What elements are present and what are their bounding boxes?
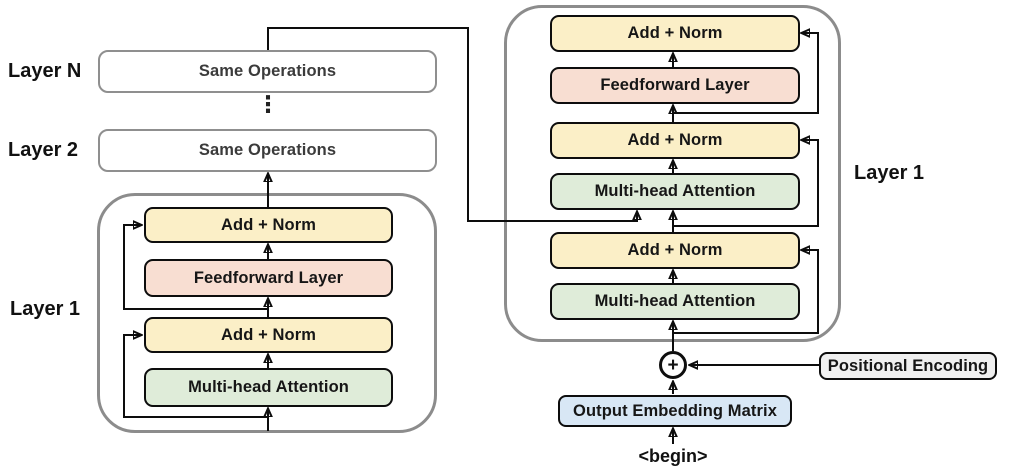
positional-encoding-box: Positional Encoding: [819, 352, 997, 380]
encoder-block-feedforward-layer: Feedforward Layer: [144, 259, 393, 297]
begin-token-label: <begin>: [638, 446, 708, 466]
decoder-block-add-norm-middle: Add + Norm: [550, 122, 800, 159]
encoder-ellipsis-dots: ⋮: [256, 91, 280, 117]
decoder-block-feedforward-layer: Feedforward Layer: [550, 67, 800, 104]
encoder-layer-2-label: Layer 2: [8, 139, 79, 161]
decoder-block-cross-attention: Multi-head Attention: [550, 173, 800, 210]
output-embedding-matrix-box: Output Embedding Matrix: [558, 395, 792, 427]
encoder-block-add-norm-bottom: Add + Norm: [144, 317, 393, 353]
encoder-same-operations-layer-n: Same Operations: [98, 50, 437, 93]
encoder-block-multi-head-attention: Multi-head Attention: [144, 368, 393, 407]
decoder-block-add-norm-top: Add + Norm: [550, 15, 800, 52]
decoder-block-self-attention: Multi-head Attention: [550, 283, 800, 320]
decoder-layer-1-label: Layer 1: [854, 162, 925, 184]
add-positional-encoding-node: +: [659, 351, 687, 379]
encoder-same-operations-layer-2: Same Operations: [98, 129, 437, 172]
encoder-block-add-norm-top: Add + Norm: [144, 207, 393, 243]
decoder-block-add-norm-bottom: Add + Norm: [550, 232, 800, 269]
encoder-layer-n-label: Layer N: [8, 60, 82, 82]
encoder-layer-1-label: Layer 1: [10, 298, 81, 320]
